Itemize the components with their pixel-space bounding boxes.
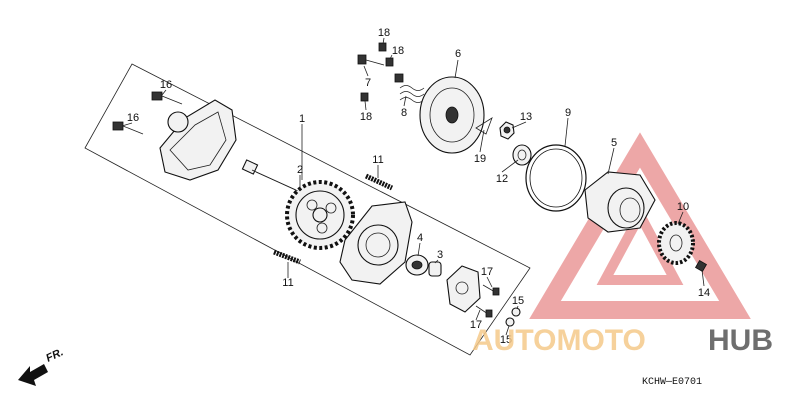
inner-rotor [428, 261, 442, 277]
watermark-text-hub: HUB [708, 324, 773, 357]
screw-18-mid [385, 57, 394, 67]
stud-bolt-7 [357, 54, 385, 66]
callout-15: 15 [500, 334, 512, 346]
drive-sprocket [285, 180, 355, 250]
callout-1: 1 [299, 113, 305, 125]
callout-11: 11 [282, 277, 293, 289]
callout-10: 10 [677, 201, 689, 213]
callout-5: 5 [611, 137, 617, 149]
callout-17: 17 [481, 266, 493, 278]
front-direction-marker: FR. [18, 346, 65, 386]
callout-6: 6 [455, 48, 461, 60]
callout-13: 13 [520, 111, 532, 123]
dowel-pin-11-lower [273, 249, 301, 265]
callout-18: 18 [360, 111, 372, 123]
leader-lines [121, 37, 705, 336]
bolt-16-upper [151, 91, 183, 105]
gasket-9 [525, 144, 587, 212]
gear-10 [657, 221, 695, 265]
callout-2: 2 [297, 164, 303, 176]
watermark-logo [529, 132, 751, 319]
washer-15-lower [505, 317, 515, 327]
key-14 [694, 259, 708, 273]
spring-8 [394, 73, 425, 103]
callout-18: 18 [378, 27, 390, 39]
callout-15: 15 [512, 295, 524, 307]
nut-13 [499, 121, 515, 140]
screw-17-upper [482, 284, 500, 296]
clip-19 [475, 117, 493, 135]
pump-cover [159, 99, 237, 181]
driven-gear-5 [584, 171, 656, 233]
pump-plate [446, 265, 481, 313]
callout-7: 7 [365, 77, 371, 89]
washer-15-upper [511, 307, 521, 317]
callout-16: 16 [127, 112, 139, 124]
callout-12: 12 [496, 173, 508, 185]
assembly-outline [84, 63, 531, 356]
callout-3: 3 [437, 249, 443, 261]
callout-8: 8 [401, 107, 407, 119]
outer-rotor [405, 254, 429, 276]
screw-18-top [378, 42, 387, 52]
callout-16: 16 [160, 79, 172, 91]
callout-9: 9 [565, 107, 571, 119]
clutch-outer-6 [419, 76, 485, 154]
pump-shaft [241, 159, 301, 193]
callout-14: 14 [698, 287, 710, 299]
screw-18-lower [360, 92, 369, 102]
callout-11: 11 [372, 154, 383, 166]
callout-18: 18 [392, 45, 404, 57]
callout-4: 4 [417, 232, 423, 244]
callout-17: 17 [470, 319, 482, 331]
diagram-code: KCHW—E0701 [642, 377, 702, 388]
front-direction-label: FR. [44, 346, 65, 364]
callout-19: 19 [474, 153, 486, 165]
watermark-text: AUTOMOTO HUB [472, 324, 773, 357]
pump-body [339, 201, 413, 285]
screw-17-lower [475, 305, 493, 318]
watermark-text-automoto: AUTOMOTO [472, 324, 646, 357]
callout-labels: 18 18 6 7 18 8 16 16 1 13 9 19 12 5 2 11… [127, 27, 710, 346]
dowel-pin-11-upper [364, 173, 394, 191]
